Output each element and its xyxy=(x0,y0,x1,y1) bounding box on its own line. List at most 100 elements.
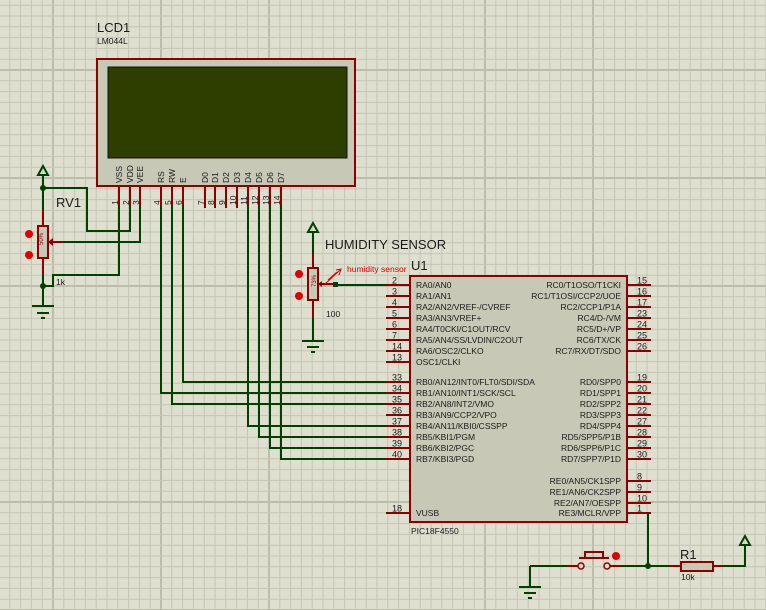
lcd-pin-name: D2 xyxy=(221,172,231,183)
pin-name: RC5/D+/VP xyxy=(577,324,621,334)
lcd-pin-number: 3 xyxy=(131,200,141,205)
increment-probe-icon[interactable] xyxy=(25,230,33,238)
humidity-value-label: 100 xyxy=(326,309,340,319)
pin-name: RD4/SPP4 xyxy=(580,421,621,431)
pin-number: 13 xyxy=(392,353,402,363)
lcd-component[interactable]: LCD1 LM044L VSS1VDD2VEE3RS4RW5E6D07D18D2… xyxy=(96,20,356,208)
rv1-value-label: 1k xyxy=(56,277,66,287)
lcd-pin-e[interactable]: E6 xyxy=(174,177,188,208)
lcd-pin-rw[interactable]: RW 5 xyxy=(163,169,177,208)
mcu-pin-13[interactable]: 13 OSC1/CLKI xyxy=(386,353,460,368)
rv1-potentiometer[interactable]: RV1 1k 50% xyxy=(25,163,81,319)
pin-number: 10 xyxy=(637,494,647,504)
lcd-pin-name: D0 xyxy=(200,172,210,183)
pin-number: 4 xyxy=(392,298,397,308)
reset-circuit[interactable]: R1 10k xyxy=(519,513,752,599)
lcd-pin-number: 5 xyxy=(163,200,173,205)
pin-number: 17 xyxy=(637,298,647,308)
lcd-pin-d0[interactable]: D0 7 xyxy=(196,172,210,208)
humidity-sensor[interactable]: HUMIDITY SENSOR 100 73% humidity sensor xyxy=(295,220,446,353)
pin-name: OSC1/CLKI xyxy=(416,357,460,367)
pin-number: 40 xyxy=(392,450,402,460)
lcd-pin-d2[interactable]: D2 9 xyxy=(217,172,231,208)
humidity-net-label: humidity sensor xyxy=(347,264,407,274)
pin-number: 22 xyxy=(637,406,647,416)
pin-number: 20 xyxy=(637,384,647,394)
mcu-pin-5[interactable]: 5 RA3/AN3/VREF+ xyxy=(386,309,481,324)
humidity-wiper-label: 73% xyxy=(312,274,318,287)
pin-name: RD5/SPP5/P1B xyxy=(561,432,621,442)
lcd-power-wires xyxy=(43,187,141,287)
pin-name: RB3/AN9/CCP2/VPO xyxy=(416,410,497,420)
pin-number: 9 xyxy=(637,483,642,493)
lcd-pin-number: 9 xyxy=(217,200,227,205)
pin-name: RA1/AN1 xyxy=(416,291,452,301)
decrement-probe-icon[interactable] xyxy=(295,292,303,300)
pin-number: 34 xyxy=(392,384,402,394)
decrement-probe-icon[interactable] xyxy=(25,251,33,259)
pin-name: RA3/AN3/VREF+ xyxy=(416,313,481,323)
reset-button[interactable] xyxy=(579,551,609,559)
lcd-pin-d1[interactable]: D18 xyxy=(206,172,220,208)
lcd-ref-label: LCD1 xyxy=(97,20,130,35)
lcd-pin-number: 7 xyxy=(196,200,206,205)
lcd-pin-name: RW xyxy=(167,169,177,183)
lcd-pin-name: VDD xyxy=(125,165,135,183)
pin-number: 21 xyxy=(637,395,647,405)
power-terminal-icon xyxy=(738,533,752,546)
pin-number: 5 xyxy=(392,309,397,319)
pin-name: RA6/OSC2/CLKO xyxy=(416,346,484,356)
pin-number: 25 xyxy=(637,331,647,341)
lcd-pin-name: RS xyxy=(156,171,166,183)
button-probe-icon[interactable] xyxy=(612,552,620,560)
pin-number: 30 xyxy=(637,450,647,460)
increment-probe-icon[interactable] xyxy=(295,270,303,278)
rv1-wiper-arrow xyxy=(48,238,53,246)
lcd-pin-rs[interactable]: RS4 xyxy=(152,171,166,208)
pin-number: 33 xyxy=(392,373,402,383)
